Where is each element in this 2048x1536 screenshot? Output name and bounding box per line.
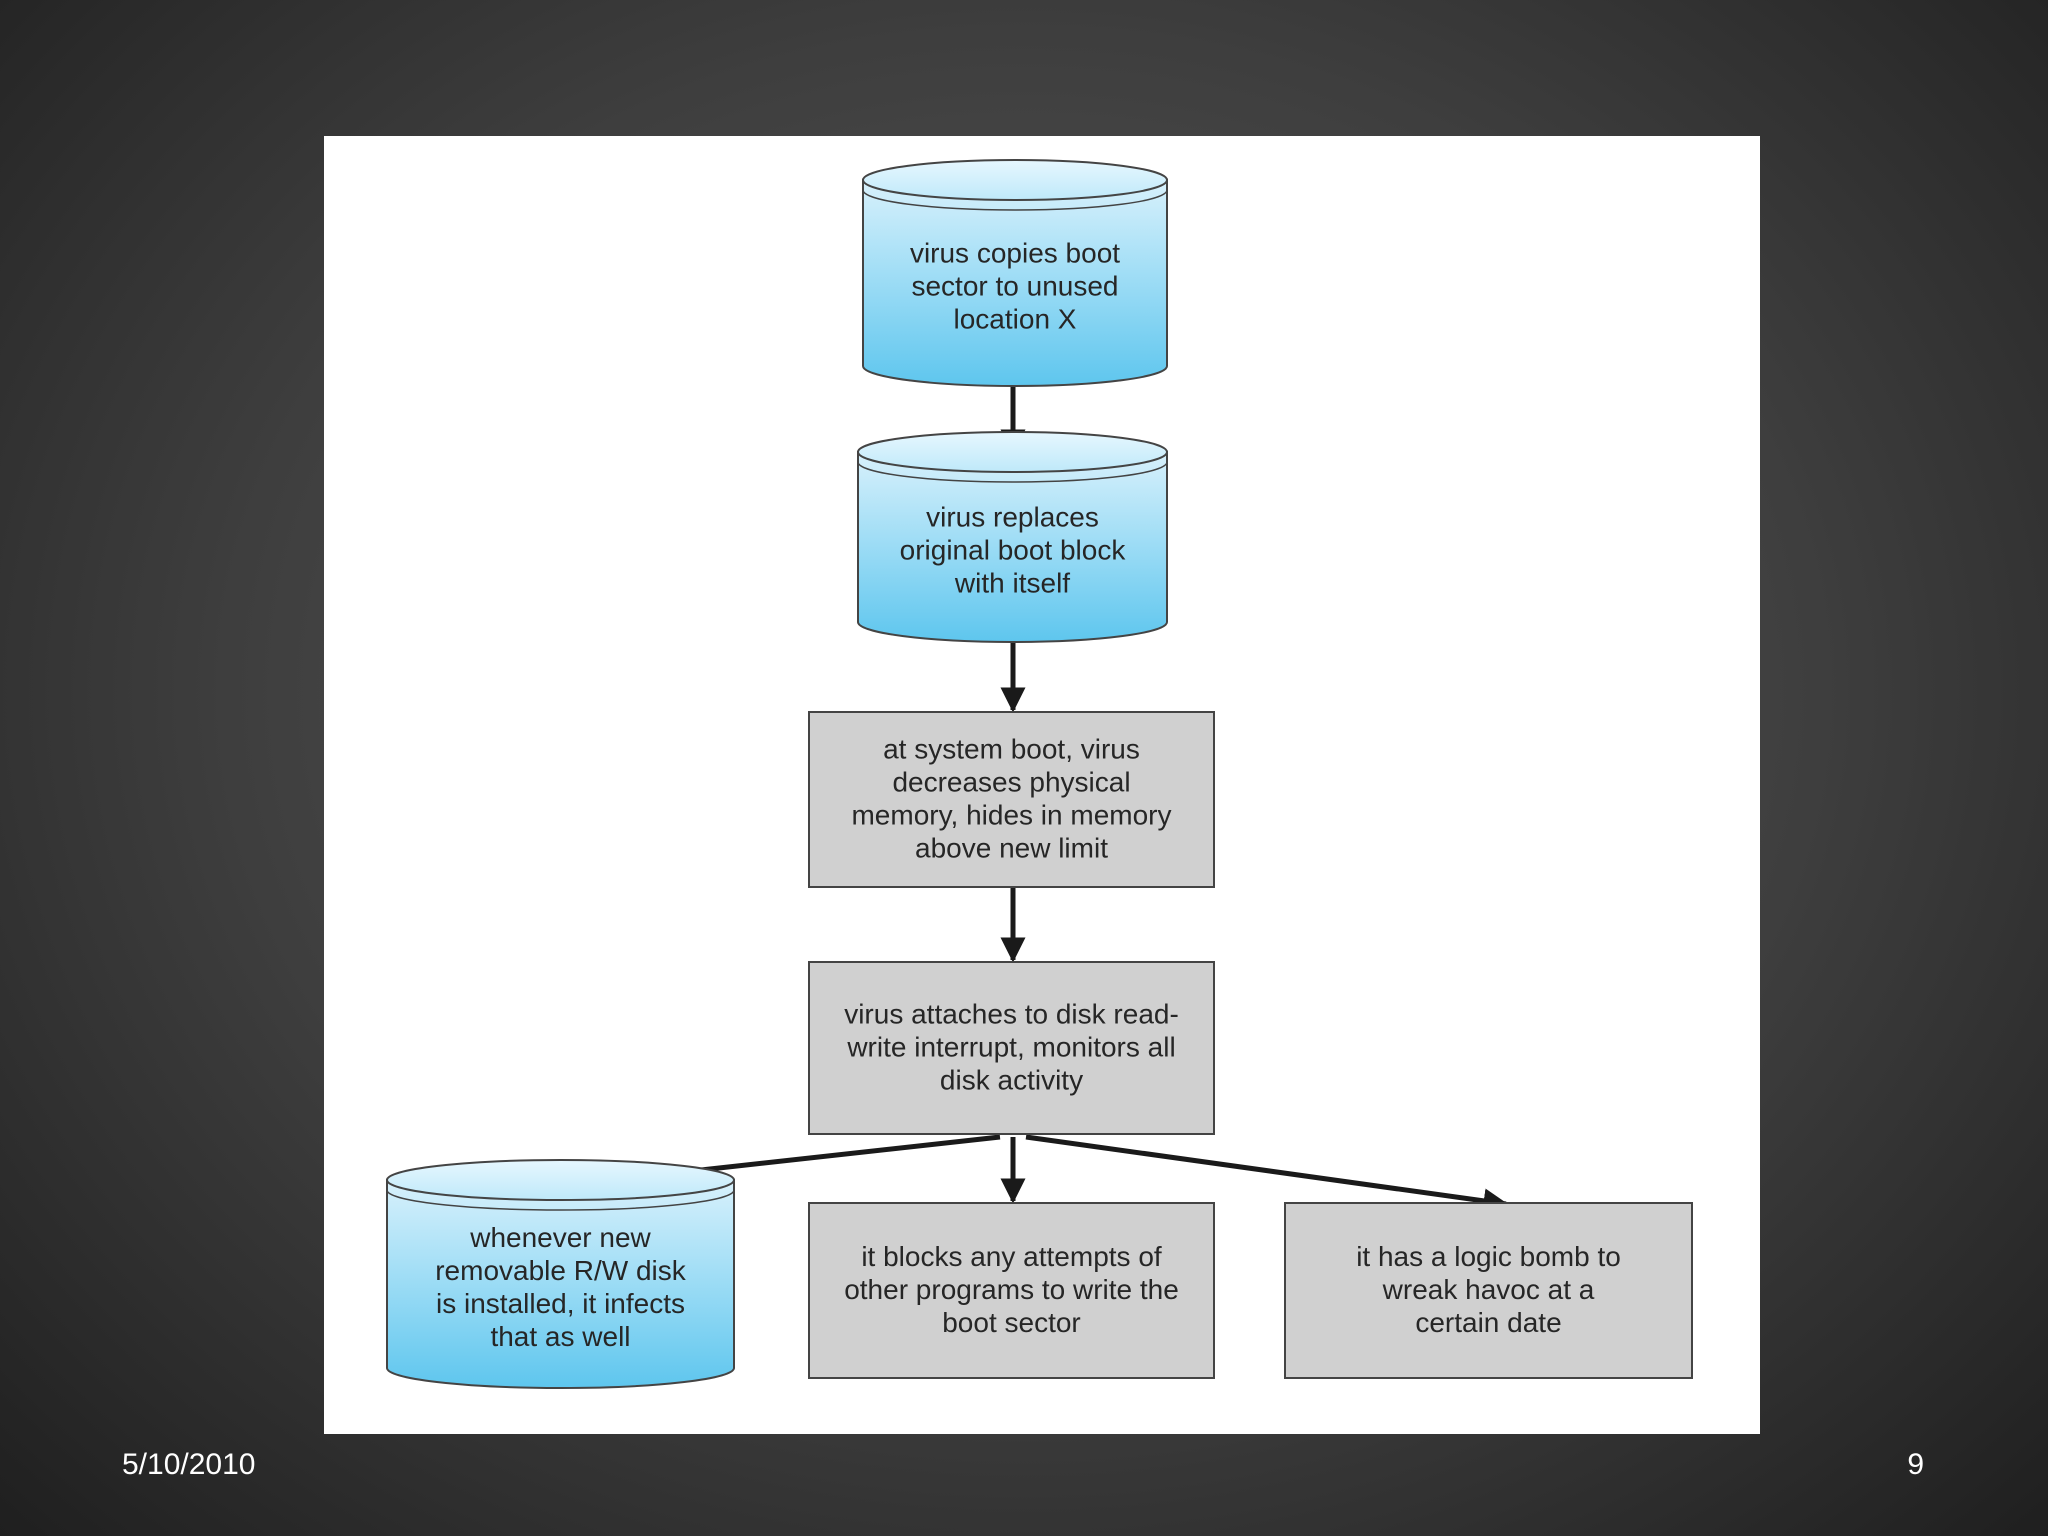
process-box: [808, 711, 1215, 888]
cylinder-rim: [862, 189, 1168, 211]
cylinder-rim: [857, 461, 1168, 483]
node-label-line: other programs to write the: [844, 1274, 1179, 1305]
node-label-line: virus attaches to disk read-: [844, 998, 1179, 1029]
process-box: [808, 961, 1215, 1135]
node-label-line: disk activity: [940, 1064, 1083, 1095]
node-attach-interrupt: virus attaches to disk read-write interr…: [808, 961, 1215, 1135]
node-label-line: certain date: [1415, 1307, 1561, 1338]
cylinder-body: [386, 1179, 735, 1389]
node-label-line: memory, hides in memory: [851, 799, 1171, 830]
process-box: [1284, 1202, 1693, 1379]
node-label-line: with itself: [954, 567, 1070, 598]
node-label-line: it blocks any attempts of: [861, 1241, 1162, 1272]
node-label-line: virus copies boot: [910, 237, 1120, 268]
node-label-line: original boot block: [900, 534, 1127, 565]
slide-date: 5/10/2010: [122, 1448, 256, 1481]
cylinder-top: [857, 431, 1168, 473]
cylinder-top: [862, 159, 1168, 201]
node-label-line: write interrupt, monitors all: [846, 1031, 1175, 1062]
node-label-line: is installed, it infects: [436, 1288, 685, 1319]
node-label-line: virus replaces: [926, 501, 1099, 532]
node-label-line: it has a logic bomb to: [1356, 1241, 1621, 1272]
node-label-line: at system boot, virus: [883, 733, 1140, 764]
node-label-line: wreak havoc at a: [1382, 1274, 1595, 1305]
arrow-attach-interrupt-to-logic-bomb: [1025, 1134, 1509, 1214]
node-label-line: that as well: [490, 1321, 630, 1352]
node-label-line: whenever new: [469, 1222, 651, 1253]
node-label-line: above new limit: [915, 832, 1108, 863]
node-label-line: decreases physical: [892, 766, 1130, 797]
cylinder-body: [862, 179, 1168, 387]
cylinder-top: [386, 1159, 735, 1201]
slide-page-number: 9: [1907, 1448, 1924, 1481]
node-label-line: location X: [954, 303, 1077, 334]
cylinder-body: [857, 451, 1168, 643]
node-label-line: removable R/W disk: [435, 1255, 687, 1286]
node-label-line: sector to unused: [911, 270, 1118, 301]
process-box: [808, 1202, 1215, 1379]
node-label-line: boot sector: [942, 1307, 1081, 1338]
cylinder-rim: [386, 1189, 735, 1211]
